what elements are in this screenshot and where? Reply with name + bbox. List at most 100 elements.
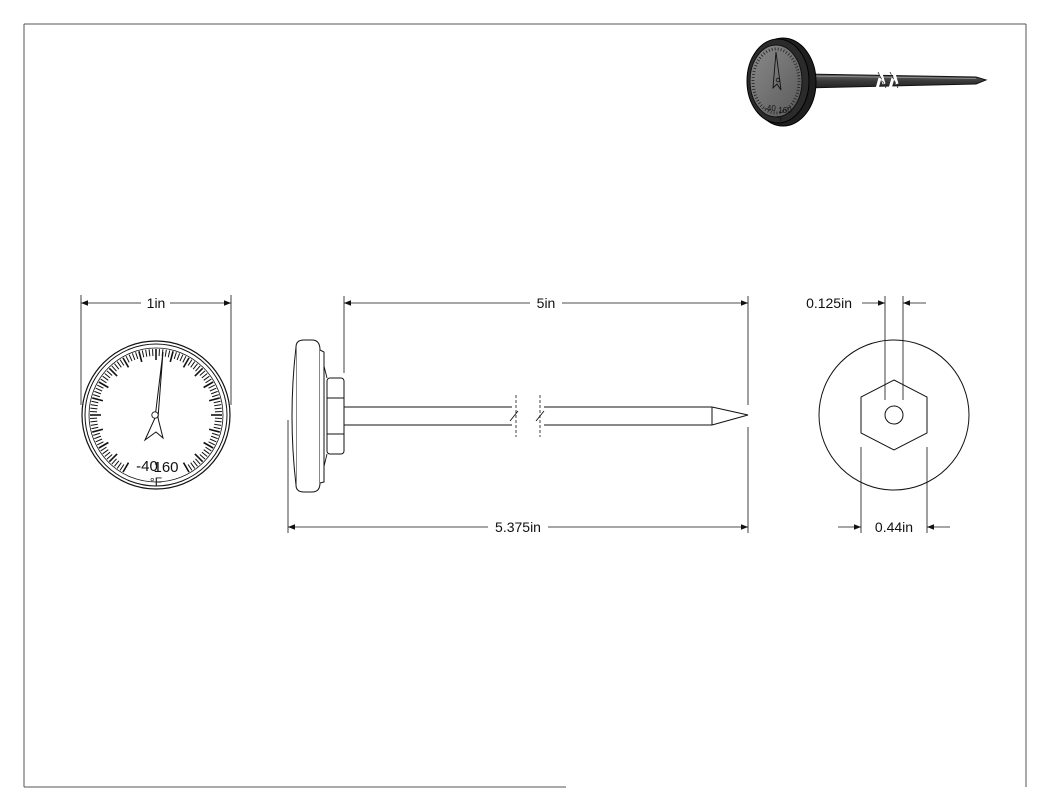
rear-view — [818, 339, 970, 491]
dial-tick — [102, 449, 109, 455]
dial-tick — [91, 400, 99, 404]
dial-tick — [93, 394, 101, 398]
dial-tick — [199, 454, 206, 460]
dial-tick — [210, 390, 218, 395]
dial-tick — [208, 428, 220, 433]
dial-tick — [145, 349, 148, 357]
dial-tick — [187, 359, 193, 366]
dial-tick — [199, 370, 206, 376]
dial-tick — [203, 375, 210, 381]
dim-label-stem-diameter: 0.125in — [806, 295, 852, 311]
dimension-stem-length — [343, 296, 749, 405]
dial-tick — [95, 387, 103, 392]
dimension-stem-diameter — [862, 296, 926, 400]
dial-tick — [92, 397, 104, 402]
dial-tick — [182, 355, 187, 363]
dial-tick — [135, 352, 139, 360]
iso-scale-high: 160 — [778, 106, 792, 115]
dial-tick — [194, 453, 204, 463]
dial-tick — [148, 349, 151, 357]
dial-tick — [179, 354, 184, 362]
dial-tick — [94, 390, 102, 395]
dial-tick — [102, 375, 109, 381]
dial-tick — [138, 351, 143, 363]
dial-tick — [205, 378, 212, 384]
dial-tick — [209, 387, 217, 392]
dial-tick — [119, 464, 125, 471]
dimension-dial-diameter — [80, 295, 232, 405]
dial-tick — [114, 363, 120, 370]
dial-tick — [192, 363, 198, 370]
dial-tick — [90, 420, 98, 423]
dial-tick — [96, 441, 104, 446]
dial-tick — [213, 426, 221, 430]
dial-tick — [98, 381, 109, 389]
dial-tick — [108, 367, 118, 377]
isometric-preview: -40 160 °F — [746, 37, 988, 127]
iso-scale-low: -40 — [764, 104, 776, 113]
dial-tick — [210, 435, 218, 440]
dial-tick — [211, 432, 219, 436]
dial-tick — [116, 462, 122, 469]
dial-tick — [169, 351, 174, 363]
dial-scale-ticks — [90, 349, 222, 473]
dial-tick — [141, 350, 145, 358]
dial-tick — [111, 365, 117, 372]
dial-tick — [213, 400, 221, 404]
dial-tick — [190, 361, 196, 368]
dial-tick — [208, 397, 220, 402]
dial-tick — [187, 464, 193, 471]
dial-tick — [93, 432, 101, 436]
dial-tick — [182, 462, 190, 473]
dial-unit: °F — [150, 475, 162, 489]
dial-tick — [205, 446, 212, 452]
dial-tick — [201, 373, 208, 379]
dial-tick — [211, 394, 219, 398]
dial-tick — [209, 438, 217, 443]
dial-tick — [106, 454, 113, 460]
dial-tick — [203, 441, 214, 449]
dial-scale-high: 160 — [153, 459, 178, 476]
dial-tick — [192, 460, 198, 467]
dim-label-overall-length: 5.375in — [495, 519, 541, 535]
dim-label-stem-length: 5in — [537, 295, 556, 311]
dial-tick — [90, 407, 98, 410]
dial-tick — [104, 451, 111, 457]
dial-tick — [194, 367, 204, 377]
sheet-border — [23, 23, 1027, 788]
dial-tick — [104, 373, 111, 379]
dim-label-hex-width: 0.44in — [875, 519, 913, 535]
front-view-dial: -40 160 °F — [81, 340, 231, 490]
dial-tick — [201, 451, 208, 457]
dial-tick — [92, 428, 104, 433]
dial-tick — [128, 354, 133, 362]
dial-tick — [122, 357, 130, 368]
dial-tick — [122, 462, 130, 473]
dimension-hex-width — [838, 447, 950, 533]
dimension-overall-length — [287, 420, 749, 533]
dial-tick — [214, 420, 222, 423]
dial-tick — [98, 441, 109, 449]
dial-tick — [214, 404, 222, 407]
side-view — [291, 339, 749, 493]
dial-tick — [195, 365, 201, 372]
dial-tick — [208, 441, 216, 446]
dial-tick — [208, 384, 216, 389]
dial-tick — [182, 357, 190, 368]
dim-label-dial-diameter: 1in — [147, 295, 166, 311]
dial-tick — [190, 462, 196, 469]
dial-tick — [203, 449, 210, 455]
dial-tick — [173, 352, 177, 360]
dial-tick — [100, 378, 107, 384]
dial-tick — [114, 460, 120, 467]
dial-tick — [95, 438, 103, 443]
dial-tick — [119, 359, 125, 366]
dial-tick — [167, 350, 171, 358]
dial-tick — [111, 458, 117, 465]
dial-tick — [106, 370, 113, 376]
dial-tick — [214, 407, 222, 410]
dial-tick — [91, 426, 99, 430]
dial-tick — [195, 458, 201, 465]
dial-tick — [125, 355, 130, 363]
